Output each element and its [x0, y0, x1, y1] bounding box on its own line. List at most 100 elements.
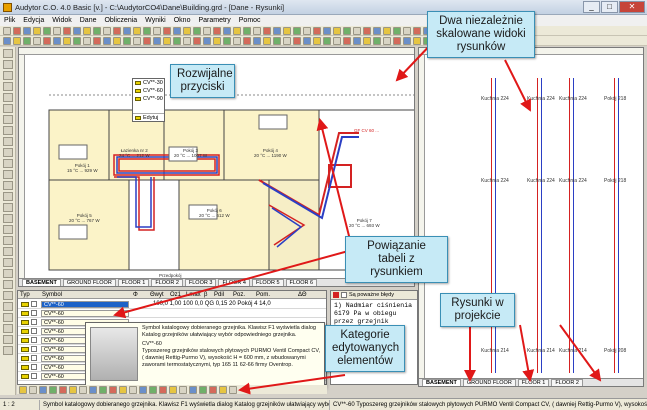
- table-header-cell[interactable]: Φ: [133, 292, 138, 298]
- toolbar-button-1-12[interactable]: [123, 26, 131, 35]
- category-button-0[interactable]: [19, 385, 27, 394]
- toolbar-button-1-11[interactable]: [113, 26, 121, 35]
- toolbar-button-1-16[interactable]: [163, 26, 171, 35]
- toolbar-button-2-10[interactable]: [103, 36, 111, 45]
- left-toolbar-button-23[interactable]: [3, 302, 13, 311]
- toolbar-button-2-14[interactable]: [143, 36, 151, 45]
- maximize-button[interactable]: □: [601, 1, 618, 13]
- toolbar-button-2-22[interactable]: [223, 36, 231, 45]
- plan-sheet-tab-0[interactable]: BASEMENT: [22, 279, 61, 286]
- left-toolbar-button-0[interactable]: [3, 49, 13, 58]
- left-toolbar-button-6[interactable]: [3, 115, 13, 124]
- toolbar-button-1-39[interactable]: [393, 26, 401, 35]
- menu-dane[interactable]: Dane: [79, 17, 97, 24]
- category-button-10[interactable]: [119, 385, 127, 394]
- toolbar-button-2-29[interactable]: [293, 36, 301, 45]
- toolbar-button-2-37[interactable]: [373, 36, 381, 45]
- error-filter-checkbox[interactable]: [341, 292, 347, 298]
- toolbar-button-2-39[interactable]: [393, 36, 401, 45]
- toolbar-button-1-33[interactable]: [333, 26, 341, 35]
- toolbar-button-1-8[interactable]: [83, 26, 91, 35]
- symbol-cell[interactable]: CV**-60: [41, 310, 129, 317]
- left-toolbar-button-3[interactable]: [3, 82, 13, 91]
- toolbar-button-2-13[interactable]: [133, 36, 141, 45]
- toolbar-button-1-0[interactable]: [3, 26, 11, 35]
- toolbar-button-2-35[interactable]: [353, 36, 361, 45]
- toolbar-button-2-36[interactable]: [363, 36, 371, 45]
- riser-sheet-tab-3[interactable]: FLOOR 2: [551, 379, 583, 386]
- toolbar-button-1-18[interactable]: [183, 26, 191, 35]
- toolbar-button-1-23[interactable]: [233, 26, 241, 35]
- dropdown-edit[interactable]: Edytuj: [133, 113, 164, 121]
- left-toolbar-button-17[interactable]: [3, 236, 13, 245]
- left-toolbar-button-14[interactable]: [3, 203, 13, 212]
- toolbar-button-2-11[interactable]: [113, 36, 121, 45]
- plan-sheet-tab-6[interactable]: FLOOR 5: [251, 279, 284, 286]
- category-button-13[interactable]: [149, 385, 157, 394]
- toolbar-button-2-24[interactable]: [243, 36, 251, 45]
- toolbar-button-2-0[interactable]: [3, 36, 11, 45]
- toolbar-button-1-30[interactable]: [303, 26, 311, 35]
- toolbar-button-2-15[interactable]: [153, 36, 161, 45]
- plan-sheet-tab-7[interactable]: FLOOR 6: [285, 279, 318, 286]
- table-header-cell[interactable]: ΔΘ: [298, 292, 307, 298]
- left-toolbar-button-12[interactable]: [3, 181, 13, 190]
- menu-plik[interactable]: Plik: [4, 17, 16, 24]
- category-button-14[interactable]: [159, 385, 167, 394]
- toolbar-button-1-27[interactable]: [273, 26, 281, 35]
- toolbar-button-1-22[interactable]: [223, 26, 231, 35]
- symbol-cell[interactable]: CV**-60: [41, 301, 129, 308]
- toolbar-button-2-16[interactable]: [163, 36, 171, 45]
- symbol-dropdown[interactable]: CV**-30 CV**-60 CV**-90 Edytuj: [132, 78, 165, 122]
- dropdown-item-cv90[interactable]: CV**-90: [133, 95, 164, 103]
- toolbar-button-2-3[interactable]: [33, 36, 41, 45]
- left-toolbar-button-16[interactable]: [3, 225, 13, 234]
- toolbar-button-1-25[interactable]: [253, 26, 261, 35]
- table-header-cell[interactable]: Oz1: [170, 292, 182, 298]
- toolbar-button-1-37[interactable]: [373, 26, 381, 35]
- toolbar-button-1-40[interactable]: [403, 26, 411, 35]
- toolbar-button-2-32[interactable]: [323, 36, 331, 45]
- toolbar-button-2-30[interactable]: [303, 36, 311, 45]
- menu-okno[interactable]: Okno: [173, 17, 191, 24]
- category-button-8[interactable]: [99, 385, 107, 394]
- category-button-18[interactable]: [199, 385, 207, 394]
- toolbar-button-2-2[interactable]: [23, 36, 31, 45]
- category-button-15[interactable]: [169, 385, 177, 394]
- toolbar-button-2-33[interactable]: [333, 36, 341, 45]
- category-button-19[interactable]: [209, 385, 217, 394]
- row-checkbox[interactable]: [31, 301, 37, 307]
- toolbar-button-1-14[interactable]: [143, 26, 151, 35]
- left-toolbar-button-1[interactable]: [3, 60, 13, 69]
- category-button-20[interactable]: [219, 385, 227, 394]
- toolbar-button-1-6[interactable]: [63, 26, 71, 35]
- toolbar-button-1-24[interactable]: [243, 26, 251, 35]
- table-header-cell[interactable]: Θwyt: [150, 292, 164, 298]
- category-button-4[interactable]: [59, 385, 67, 394]
- category-button-11[interactable]: [129, 385, 137, 394]
- toolbar-button-2-1[interactable]: [13, 36, 21, 45]
- toolbar-button-1-4[interactable]: [43, 26, 51, 35]
- category-button-1[interactable]: [29, 385, 37, 394]
- toolbar-button-1-19[interactable]: [193, 26, 201, 35]
- menu-obliczenia[interactable]: Obliczenia: [104, 17, 138, 24]
- category-button-9[interactable]: [109, 385, 117, 394]
- toolbar-button-2-41[interactable]: [413, 36, 421, 45]
- left-toolbar-button-10[interactable]: [3, 159, 13, 168]
- toolbar-button-1-21[interactable]: [213, 26, 221, 35]
- table-header-cell[interactable]: Poz.: [233, 292, 246, 298]
- riser-sheet-tab-1[interactable]: GROUND FLOOR: [462, 379, 516, 386]
- toolbar-button-1-1[interactable]: [13, 26, 21, 35]
- plan-drawing[interactable]: [19, 55, 415, 287]
- row-values[interactable]: 100,0 1,00 100 0,0 QG 0,15 20 Pokój 4 14…: [153, 301, 271, 307]
- table-row[interactable]: CV**-60: [18, 309, 326, 318]
- table-header-cell[interactable]: Pdil: [214, 292, 225, 298]
- toolbar-button-2-23[interactable]: [233, 36, 241, 45]
- left-toolbar-button-19[interactable]: [3, 258, 13, 267]
- toolbar-button-2-5[interactable]: [53, 36, 61, 45]
- dropdown-item-cv30[interactable]: CV**-30: [133, 79, 164, 87]
- riser-pipe-0[interactable]: [491, 78, 496, 373]
- riser-pipe-1[interactable]: [537, 78, 542, 373]
- menu-parametry[interactable]: Parametry: [198, 17, 231, 24]
